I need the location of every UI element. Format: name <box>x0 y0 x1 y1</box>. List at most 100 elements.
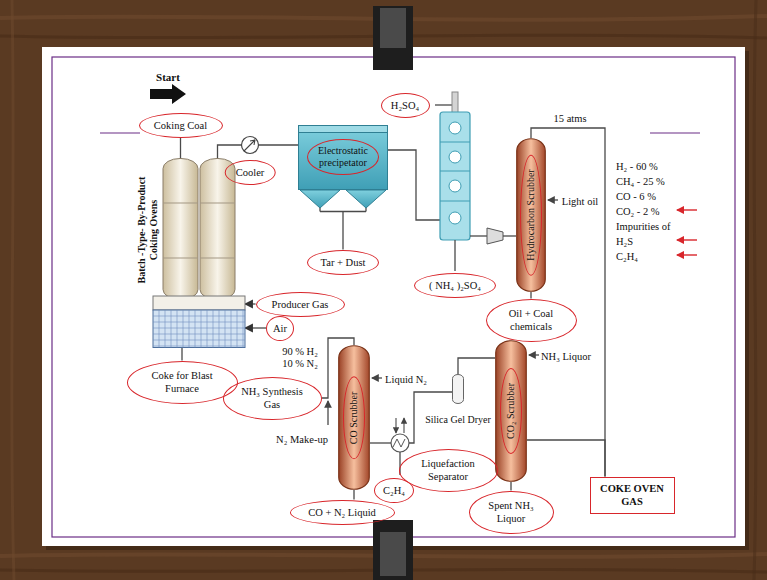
node-text: Silica Gel Dryer <box>425 414 491 426</box>
product-ellipse: ( NH₄ )₂SO₄ <box>414 273 496 298</box>
pipe-connector <box>458 358 495 374</box>
annotation-arrow <box>677 239 697 240</box>
node-text: Electrostatic precipetator <box>307 139 379 175</box>
pipe-connector <box>181 348 182 361</box>
node-text: Cooler <box>225 160 276 185</box>
annotation-arrow <box>677 254 697 255</box>
text-holder: Electrostatic precipetator <box>307 139 379 175</box>
grid-line <box>207 310 208 348</box>
precipitator-body <box>299 126 388 190</box>
composition-line: H₂ - 60 % <box>616 161 658 173</box>
oven-chamber <box>163 159 198 300</box>
grid-line <box>219 310 220 348</box>
pipe-connector <box>342 212 343 250</box>
node-text: COKE OVEN GAS <box>597 482 667 508</box>
binder-clip <box>380 8 406 48</box>
text-holder: Batch -Type- By-Product Coking Ovens <box>136 166 160 294</box>
absorber-column <box>440 112 470 240</box>
grid-line <box>243 310 244 348</box>
pipe-connector <box>245 303 256 304</box>
label-holder: 10 % N₂ <box>282 353 318 371</box>
grid-line <box>153 346 245 347</box>
annotation-arrow <box>677 209 697 210</box>
feed-ellipse: Coking Coal <box>139 113 223 138</box>
grid-line <box>177 310 178 348</box>
grid-line <box>153 334 245 335</box>
oven-band <box>200 258 235 259</box>
product-ellipse: CO + N₂ Liquid <box>290 500 395 525</box>
node-text: Tar + Dust <box>321 256 366 269</box>
label-holder: 90 % H₂ <box>282 341 318 359</box>
wood-grain <box>12 0 14 580</box>
pipe-connector <box>353 490 354 500</box>
label-holder: Impurities of <box>616 216 671 234</box>
composition-line: CO - 6 % <box>616 191 656 203</box>
wood-grain <box>754 0 756 580</box>
label-holder: CH₄ - 25 % <box>616 171 665 189</box>
pressure-label: 15 atms <box>554 113 587 125</box>
grid-line <box>183 310 184 348</box>
gas-pipe <box>470 235 487 236</box>
feed-label: Light oil <box>562 196 598 208</box>
label-holder: CO - 6 % <box>616 186 656 204</box>
grid-line <box>153 340 245 341</box>
grid-line <box>153 328 245 329</box>
feed-label: NH₃ Liquor <box>541 351 591 363</box>
product-ellipse: Tar + Dust <box>307 250 379 275</box>
oven-band <box>163 258 198 259</box>
node-text: C₂H₄ <box>383 484 405 497</box>
grid-line <box>159 310 160 348</box>
scrubber-vessel: CO Scrubber <box>338 345 370 490</box>
feed-label: Liquid N₂ <box>385 374 427 386</box>
grid-line <box>237 310 238 348</box>
bubble-cap <box>449 151 461 163</box>
heat-exchanger-coil <box>393 439 405 447</box>
slide-frame <box>52 57 735 537</box>
label-holder: N₂ Make-up <box>276 429 328 447</box>
label-holder: C₂H₄ <box>616 246 638 264</box>
cooler-symbol: Cooler <box>241 136 259 154</box>
product-pipe <box>454 240 455 271</box>
input-ellipse: Air <box>266 316 294 341</box>
heat-exchanger-symbol <box>391 434 409 452</box>
scrubber-vessel: Hydrocarbon Scrubber <box>516 138 546 292</box>
column-inlet-tube <box>452 92 458 113</box>
unit-drawing <box>241 136 259 154</box>
grid-line <box>165 310 166 348</box>
gas-pipe <box>370 442 391 443</box>
feed-leader <box>548 199 558 200</box>
composition-line: C₂H₄ <box>616 251 638 263</box>
vessel-shell <box>339 346 370 490</box>
feed-label: N₂ Make-up <box>276 434 328 446</box>
separator-ellipse: Liquefaction Separator <box>399 449 498 492</box>
grid-line <box>153 322 245 323</box>
node-text: Air <box>273 322 287 335</box>
feed-leader <box>529 354 539 355</box>
grid-line <box>201 310 202 348</box>
input-ellipse: Producer Gas <box>256 292 345 317</box>
node-text: Oil + Coal chemicals <box>502 307 560 333</box>
coke-oven-battery: Batch -Type- By-Product Coking Ovens <box>136 158 245 348</box>
composition-line: CH₄ - 25 % <box>616 176 665 188</box>
text-holder: Cooler <box>225 160 276 185</box>
start-label: Start <box>156 71 180 83</box>
oven-band <box>200 203 235 204</box>
binder-clip <box>380 532 406 576</box>
acid-pipe <box>435 104 452 105</box>
node-text: CO Scrubber <box>343 376 365 459</box>
column-tray <box>440 201 470 202</box>
title-rule <box>100 132 140 133</box>
product-ellipse: Spent NH₃ Liquor <box>469 491 554 534</box>
column-tray <box>440 171 470 172</box>
grid-line <box>189 310 190 348</box>
bubble-cap <box>449 122 461 134</box>
product-pipe <box>399 452 400 475</box>
pipe-connector <box>245 327 266 328</box>
grid-line <box>171 310 172 348</box>
node-text: Coking Coal <box>154 119 207 132</box>
column-tray <box>440 142 470 143</box>
product-ellipse: NH₃ Synthesis Gas <box>223 377 322 420</box>
text-holder: Silica Gel Dryer <box>425 409 491 427</box>
